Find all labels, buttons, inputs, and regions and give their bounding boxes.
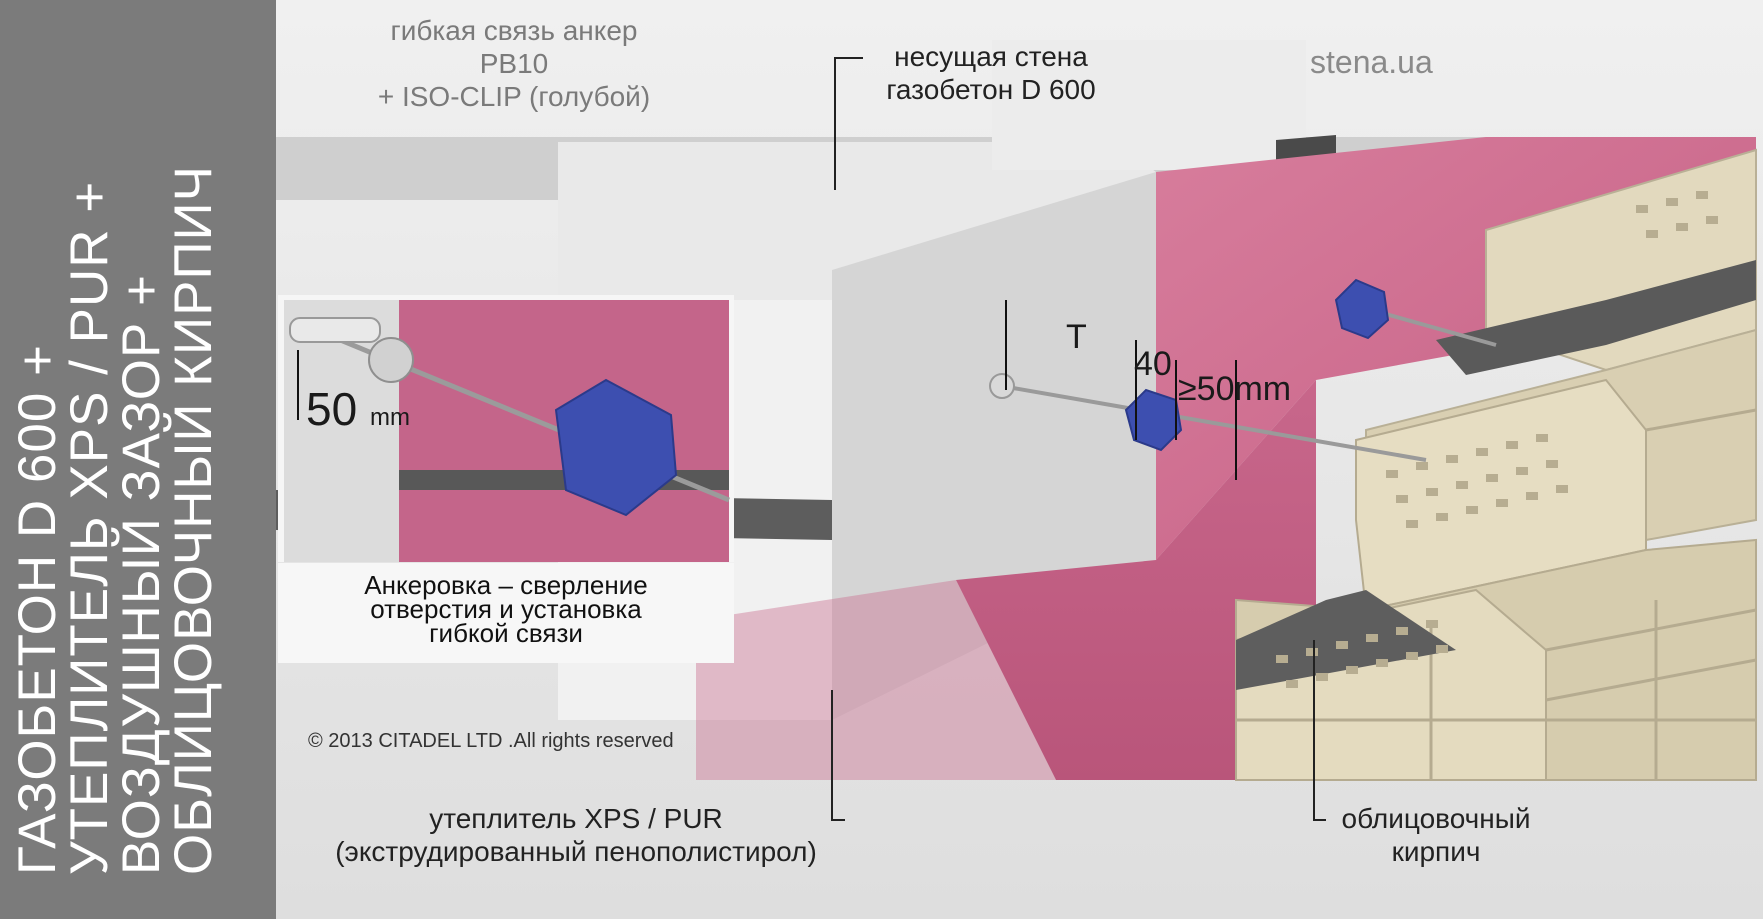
wall-illustration: 50 mm Анкеровка – сверление отверстия и … (276, 0, 1763, 919)
copyright: © 2013 CITADEL LTD .All rights reserved (308, 730, 674, 752)
insulation-label-line-1: утеплитель XPS / PUR (429, 803, 723, 834)
inset-caption: Анкеровка – сверление отверстия и устано… (278, 563, 734, 663)
title-line-2: УТЕПЛИТЕЛЬ XPS / PUR + (60, 180, 119, 875)
wall-label-line-2: газобетон D 600 (886, 74, 1096, 105)
inset-detail (278, 295, 734, 562)
vertical-title: ГАЗОБЕТОН D 600 + УТЕПЛИТЕЛЬ XPS / PUR +… (8, 0, 223, 875)
inset-dimension: 50 mm (306, 382, 410, 436)
dimension-insulation: 40 (1134, 345, 1172, 383)
insulation-label-line-2: (экструдированный пенополистирол) (335, 836, 817, 867)
title-sidebar: ГАЗОБЕТОН D 600 + УТЕПЛИТЕЛЬ XPS / PUR +… (0, 0, 276, 919)
facing-brick-label: облицовочный кирпич (1321, 802, 1551, 868)
anchor-label-line-2: PB10 (479, 48, 549, 79)
watermark-logo: stena.ua (1310, 44, 1433, 80)
anchor-label: гибкая связь анкер PB10 + ISO-CLIP (голу… (314, 14, 714, 113)
anchor-ties (989, 278, 1497, 462)
insulation-label: утеплитель XPS / PUR (экструдированный п… (316, 802, 836, 868)
leader-lines (831, 57, 1326, 821)
dimension-gap: ≥50mm (1178, 370, 1292, 408)
wall-drawing (276, 0, 1763, 919)
insulation-board (956, 380, 1316, 780)
anchor-label-line-1: гибкая связь анкер (390, 15, 638, 46)
dimension-t: T (1066, 318, 1087, 356)
title-line-4: ОБЛИЦОВОЧНЫЙ КИРПИЧ (164, 165, 223, 875)
title-line-3: ВОЗДУШНЫЙ ЗАЗОР + (112, 273, 171, 875)
inset-caption-line-1: Анкеровка – сверление (364, 570, 648, 600)
upper-concrete-block (992, 40, 1306, 170)
insulation-shadow (696, 580, 1056, 780)
dimension-lines (1005, 300, 1237, 480)
brick-label-line-2: кирпич (1391, 836, 1481, 867)
anchor-label-line-3: + ISO-CLIP (голубой) (377, 81, 651, 112)
brick-label-line-1: облицовочный (1341, 803, 1531, 834)
inset-caption-line-3: гибкой связи (429, 618, 583, 648)
load-bearing-wall-label: несущая стена газобетон D 600 (856, 40, 1126, 106)
inset-dimension-value: 50 (306, 383, 358, 435)
title-line-1: ГАЗОБЕТОН D 600 + (8, 343, 67, 875)
inset-dimension-unit: mm (369, 404, 410, 431)
wall-label-line-1: несущая стена (894, 41, 1088, 72)
inset-caption-line-2: отверстия и установка (370, 594, 642, 624)
